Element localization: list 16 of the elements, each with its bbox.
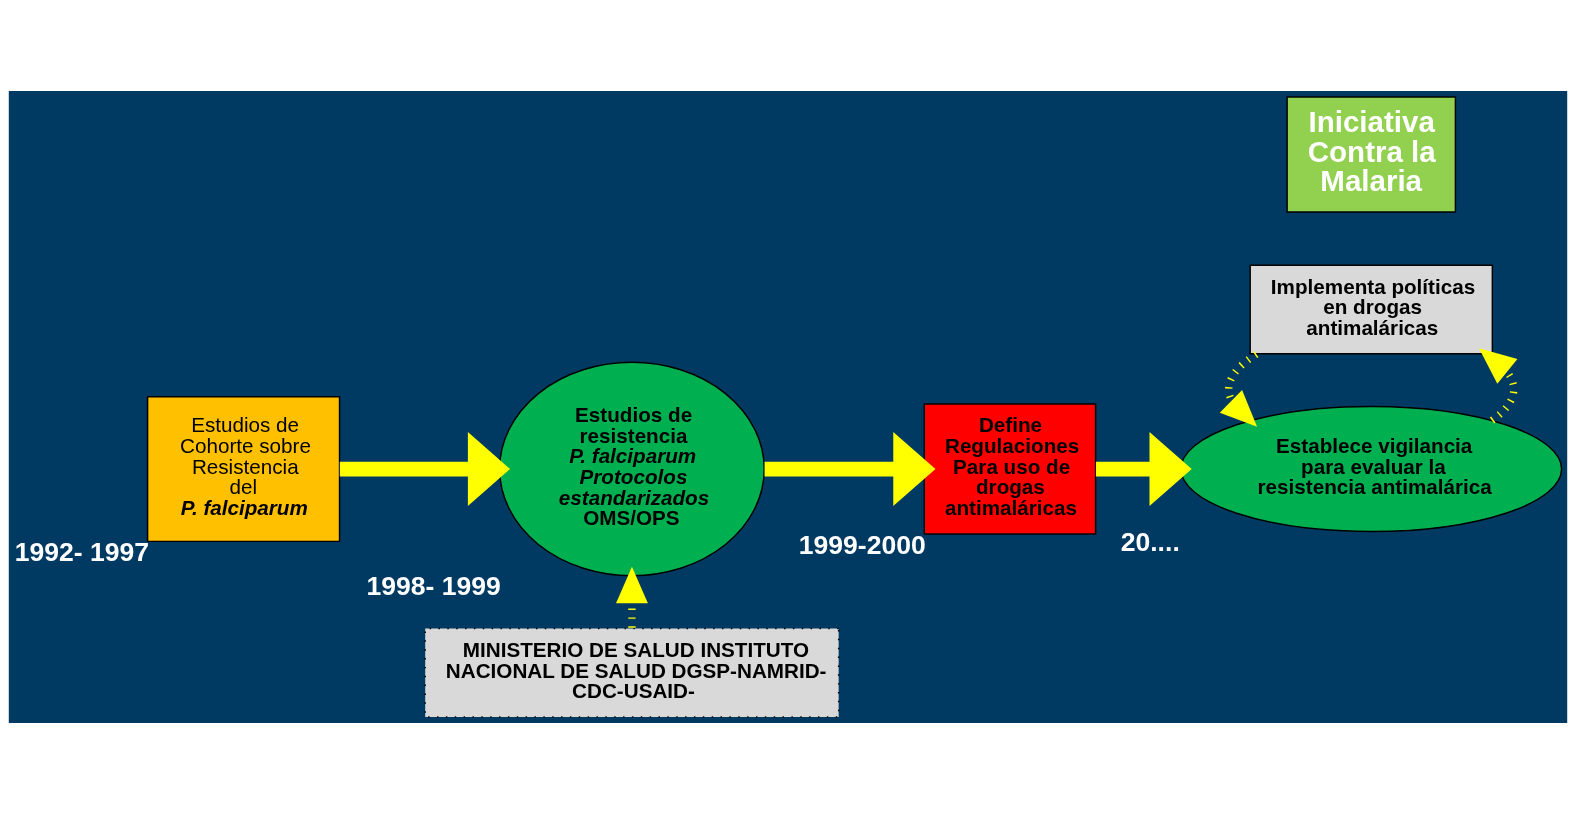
node-box: Implementa políticas en drogas antimaláricas (1249, 264, 1494, 355)
arrow (1095, 432, 1192, 506)
node-box: Estudios de Cohorte sobre Resistencia del P. falciparum (146, 395, 341, 543)
node-label: 1998- 1999 (366, 571, 501, 602)
node-box: MINISTERIO DE SALUD INSTITUTO NACIONAL DE SALUD DGSP-NAMRID- CDC-USAID- (424, 627, 840, 718)
node-ellipse: Estudios de resistencia P. falciparum Protocolos estandarizados OMS/OPS (498, 361, 765, 577)
node-label: 1999-2000 (798, 529, 926, 560)
arrow (764, 432, 936, 506)
arrow (339, 432, 511, 506)
arrow (1479, 348, 1518, 424)
node-ellipse: Establece vigilancia para evaluar la resistencia antimalárica (1180, 405, 1563, 533)
arrow (1219, 351, 1259, 427)
node-label: 20.... (1120, 527, 1180, 558)
node-box: Iniciativa Contra la Malaria (1286, 96, 1457, 213)
node-box: Define Regulaciones Para uso de drogas antimaláricas (923, 403, 1097, 535)
arrow (615, 566, 648, 629)
